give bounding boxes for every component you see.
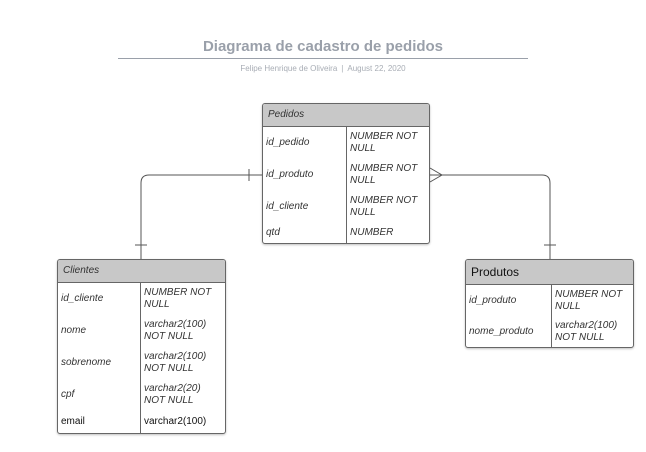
many-marker-pedidos [429, 167, 443, 183]
diagram-subtitle: Felipe Henrique de Oliveira|August 22, 2… [0, 64, 646, 73]
entity-pedidos[interactable]: Pedidos id_pedido NUMBER NOT NULL id_pro… [262, 103, 430, 244]
table-row: nome varchar2(100) NOT NULL [58, 315, 225, 347]
table-row: nome_produto varchar2(100) NOT NULL [466, 316, 633, 347]
table-row: id_produto NUMBER NOT NULL [466, 285, 633, 316]
author: Felipe Henrique de Oliveira [240, 64, 338, 73]
entity-clientes[interactable]: Clientes id_cliente NUMBER NOT NULL nome… [57, 259, 226, 434]
column-type: NUMBER NOT NULL [555, 288, 623, 312]
table-row: cpf varchar2(20) NOT NULL [58, 379, 225, 411]
table-row: id_pedido NUMBER NOT NULL [263, 127, 429, 159]
column-name: id_pedido [263, 127, 347, 159]
entity-title: Clientes [58, 260, 225, 283]
date: August 22, 2020 [347, 64, 406, 73]
table-row: qtd NUMBER [263, 223, 429, 243]
column-type: NUMBER NOT NULL [144, 287, 212, 310]
table-row: id_cliente NUMBER NOT NULL [58, 283, 225, 315]
column-name: id_cliente [58, 283, 141, 315]
column-type: NUMBER NOT NULL [350, 163, 418, 186]
table-row: sobrenome varchar2(100) NOT NULL [58, 347, 225, 379]
column-name: id_cliente [263, 191, 347, 223]
column-type: varchar2(100) NOT NULL [144, 319, 207, 342]
column-type: NUMBER [350, 227, 394, 238]
column-name: nome_produto [466, 316, 552, 347]
column-name: sobrenome [58, 347, 141, 379]
column-type: varchar2(100) NOT NULL [555, 319, 618, 343]
connector-clientes-pedidos [140, 174, 262, 259]
column-name: id_produto [466, 285, 552, 316]
connector-pedidos-produtos [430, 174, 551, 259]
column-type: varchar2(100) [144, 416, 207, 427]
table-row: id_produto NUMBER NOT NULL [263, 159, 429, 191]
column-type: NUMBER NOT NULL [350, 131, 418, 154]
title-divider [118, 58, 528, 59]
column-type: NUMBER NOT NULL [350, 195, 418, 218]
column-type: varchar2(20) NOT NULL [144, 383, 201, 406]
entity-title: Produtos [466, 260, 633, 285]
column-name: qtd [263, 223, 347, 243]
table-row: id_cliente NUMBER NOT NULL [263, 191, 429, 223]
column-name: id_produto [263, 159, 347, 191]
diagram-title: Diagrama de cadastro de pedidos [202, 38, 444, 55]
column-name: nome [58, 315, 141, 347]
subtitle-separator: | [341, 64, 344, 73]
entity-title: Pedidos [263, 104, 429, 127]
table-row: email varchar2(100) [58, 411, 225, 433]
column-name: email [58, 411, 141, 433]
column-name: cpf [58, 379, 141, 411]
column-type: varchar2(100) NOT NULL [144, 351, 207, 374]
entity-produtos[interactable]: Produtos id_produto NUMBER NOT NULL nome… [465, 259, 634, 348]
